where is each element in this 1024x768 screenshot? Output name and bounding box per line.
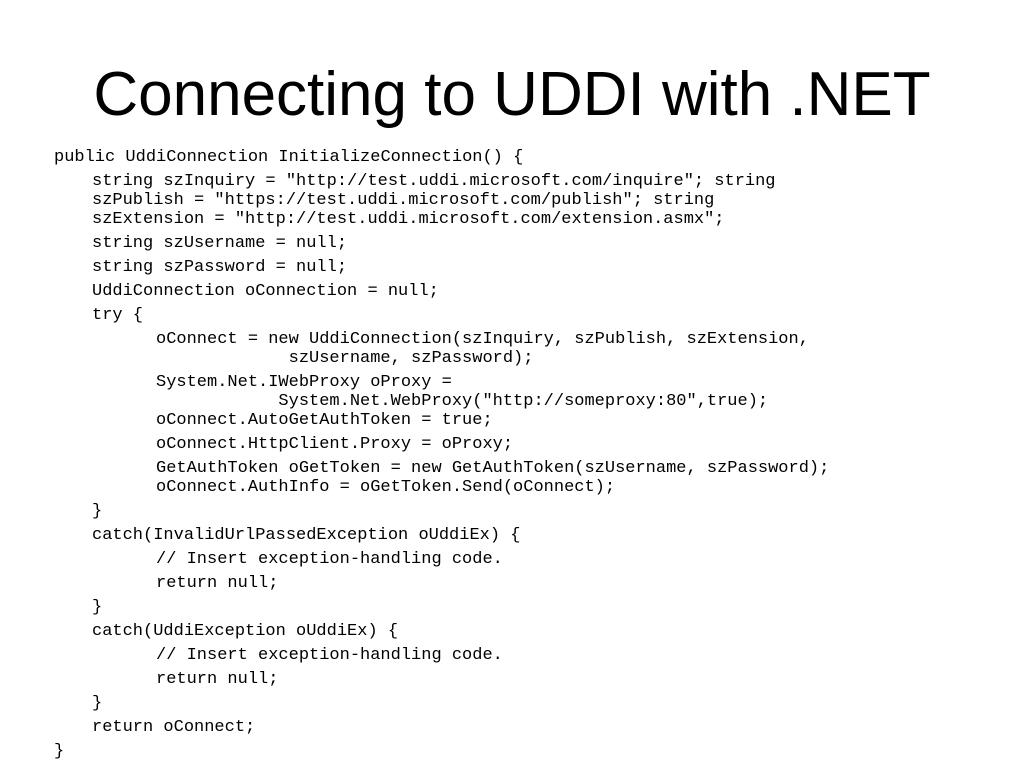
code-line: System.Net.IWebProxy oProxy = System.Net…	[156, 373, 769, 430]
code-line: }	[92, 598, 103, 617]
code-line: return null;	[156, 670, 279, 689]
code-line: string szUsername = null;	[92, 234, 348, 253]
code-line: oConnect.HttpClient.Proxy = oProxy;	[156, 435, 514, 454]
code-line: catch(InvalidUrlPassedException oUddiEx)…	[92, 526, 521, 545]
code-line: return null;	[156, 574, 279, 593]
code-line: string szInquiry = "http://test.uddi.mic…	[92, 172, 776, 229]
code-line: }	[92, 694, 103, 713]
code-line: GetAuthToken oGetToken = new GetAuthToke…	[156, 459, 830, 497]
code-line: string szPassword = null;	[92, 258, 348, 277]
code-line: try {	[92, 306, 144, 325]
code-line: oConnect = new UddiConnection(szInquiry,…	[156, 330, 809, 368]
code-line: public UddiConnection InitializeConnecti…	[54, 148, 524, 167]
code-line: // Insert exception-handling code.	[156, 646, 503, 665]
code-line: }	[92, 502, 103, 521]
code-line: UddiConnection oConnection = null;	[92, 282, 439, 301]
code-block: public UddiConnection InitializeConnecti…	[0, 148, 1024, 766]
code-line: return oConnect;	[92, 718, 256, 737]
code-line: // Insert exception-handling code.	[156, 550, 503, 569]
code-line: }	[54, 742, 65, 761]
code-line: catch(UddiException oUddiEx) {	[92, 622, 399, 641]
slide-title: Connecting to UDDI with .NET	[93, 60, 931, 129]
